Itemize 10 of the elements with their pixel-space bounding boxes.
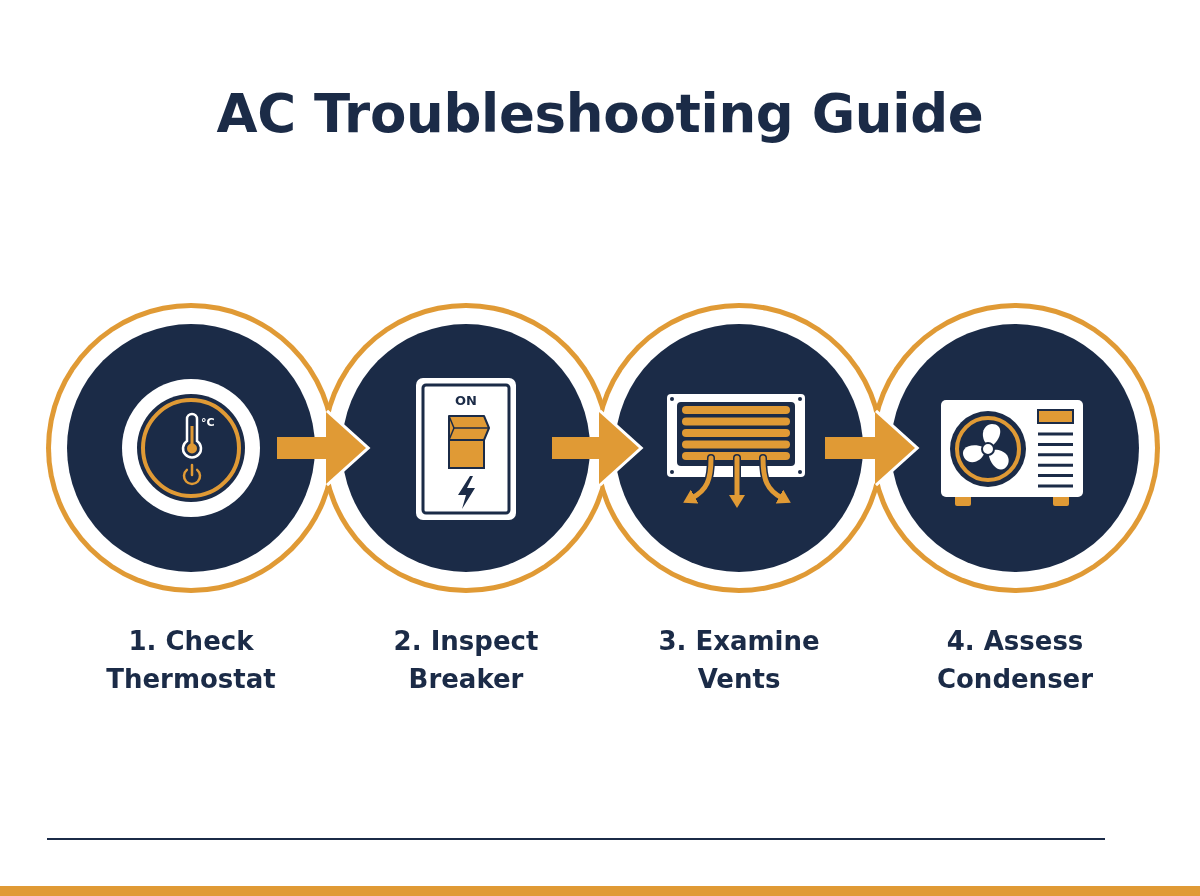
temperature-unit-label: °C bbox=[201, 417, 215, 428]
switch-state-label: ON bbox=[455, 394, 477, 407]
arrow bbox=[825, 409, 918, 487]
arrow bbox=[277, 409, 369, 487]
step-caption: 1. Check Thermostat bbox=[105, 625, 277, 696]
step-caption: 3. Examine Vents bbox=[657, 625, 821, 696]
title: AC Troubleshooting Guide bbox=[216, 82, 984, 146]
arrow bbox=[552, 409, 642, 487]
step-caption: 4. Assess Condenser bbox=[935, 625, 1095, 696]
step-caption: 2. Inspect Breaker bbox=[392, 625, 540, 696]
